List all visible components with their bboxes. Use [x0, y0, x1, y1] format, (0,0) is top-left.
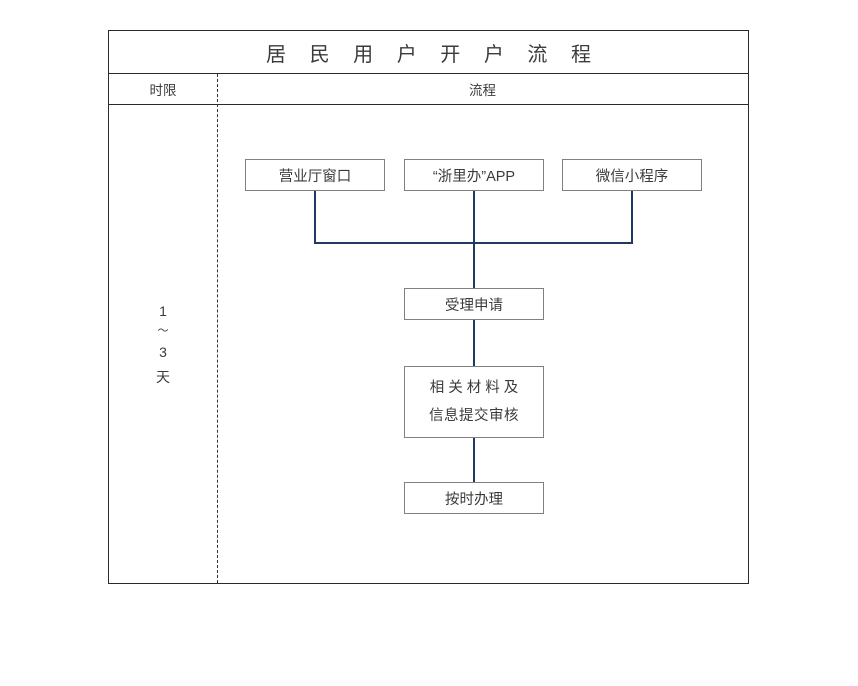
connector-to-handle [473, 438, 475, 482]
flow-node-accept-application[interactable]: 受理申请 [404, 288, 544, 320]
page-title: 居 民 用 户 开 户 流 程 [266, 43, 600, 66]
flow-node-label: 营业厅窗口 [278, 168, 352, 185]
connector-to-accept [473, 242, 475, 289]
connector-app-down [473, 191, 475, 244]
column-header-flow: 流程 [469, 83, 496, 98]
connector-wechat-down [631, 191, 633, 244]
duration-range-mark: 〜 [157, 325, 169, 338]
flow-node-label: 受理申请 [445, 297, 503, 314]
flow-node-zhejiang-app[interactable]: “浙里办”APP [404, 159, 544, 191]
flow-node-label: “浙里办”APP [432, 168, 516, 185]
column-header-row: 时限 流程 [109, 74, 748, 105]
duration-max: 3 [159, 344, 167, 361]
duration-cell: 1 〜 3 天 [109, 105, 217, 583]
connector-join-bar [314, 242, 632, 244]
flow-node-label-line2: 信息提交审核 [429, 408, 519, 424]
duration-unit: 天 [156, 368, 170, 385]
flow-node-label: 微信小程序 [595, 168, 669, 185]
flow-node-service-hall[interactable]: 营业厅窗口 [245, 159, 385, 191]
flow-node-timely-processing[interactable]: 按时办理 [404, 482, 544, 514]
flow-node-label-line1: 相关材料及 [429, 379, 523, 396]
column-header-duration: 时限 [149, 83, 177, 98]
connector-to-materials [473, 320, 475, 366]
flow-node-submit-materials[interactable]: 相关材料及 信息提交审核 [404, 366, 544, 438]
flow-node-wechat-miniprogram[interactable]: 微信小程序 [562, 159, 702, 191]
title-row: 居 民 用 户 开 户 流 程 [109, 31, 748, 74]
connector-hall-down [314, 191, 316, 244]
duration-min: 1 [159, 303, 167, 320]
column-divider [217, 74, 218, 583]
flow-node-label: 按时办理 [445, 491, 503, 508]
